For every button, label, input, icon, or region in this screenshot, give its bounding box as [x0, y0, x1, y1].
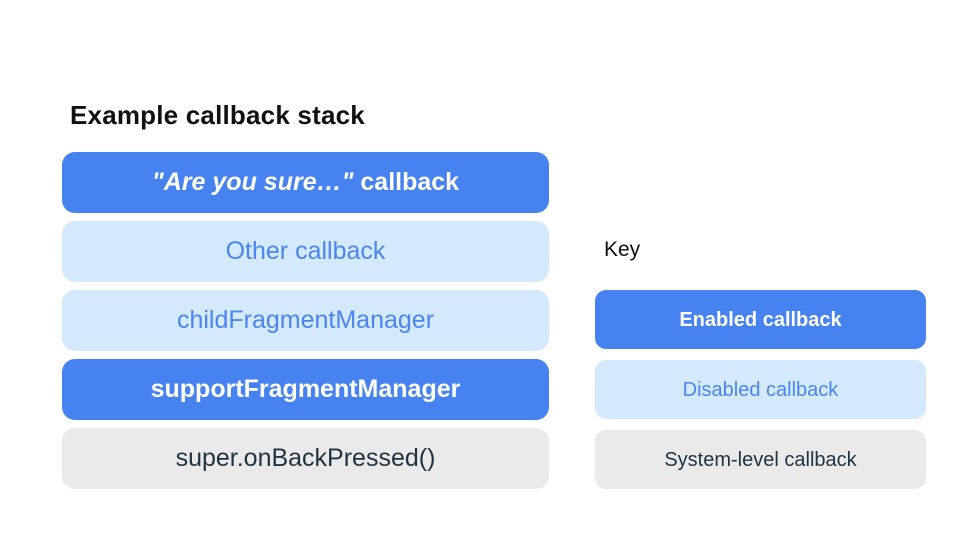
key-title: Key — [604, 238, 641, 261]
callback-box-quoted-label: "Are you sure…" — [151, 168, 354, 196]
key-legend: Enabled callback Disabled callback Syste… — [595, 290, 926, 500]
callback-box-supportfragmentmanager: supportFragmentManager — [62, 359, 549, 420]
callback-box-super-onbackpressed: super.onBackPressed() — [62, 428, 549, 489]
callback-box-are-you-sure: "Are you sure…" callback — [62, 152, 549, 213]
key-item-system-level-callback: System-level callback — [595, 430, 926, 489]
key-item-disabled-callback: Disabled callback — [595, 360, 926, 419]
stack-title: Example callback stack — [70, 100, 365, 130]
callback-box-other-callback: Other callback — [62, 221, 549, 282]
callback-stack: "Are you sure…" callback Other callback … — [62, 152, 549, 497]
callback-box-childfragmentmanager: childFragmentManager — [62, 290, 549, 351]
callback-box-rest-label: callback — [353, 168, 460, 196]
key-item-enabled-callback: Enabled callback — [595, 290, 926, 349]
